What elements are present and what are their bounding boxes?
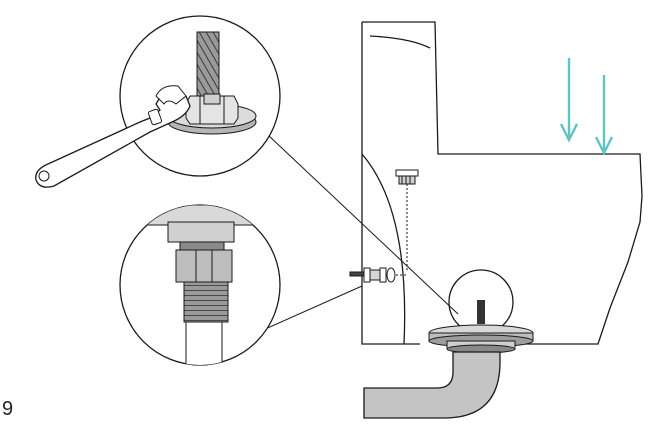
- toilet-tank-icon: [361, 21, 643, 345]
- fill-valve-icon: [395, 169, 419, 270]
- drain-flange-icon: [428, 324, 534, 354]
- detail-circle-bottom: [119, 204, 281, 366]
- compression-fitting-icon: [120, 205, 280, 365]
- detail-circle-top: [119, 15, 281, 177]
- press-down-arrow-icon: [559, 58, 614, 156]
- float-ball-icon: [448, 269, 514, 335]
- leader-lines: [253, 134, 459, 335]
- bolt-nut-washer-icon: [185, 31, 239, 125]
- wrench-icon: [35, 85, 191, 188]
- side-bolt-icon: [349, 267, 407, 283]
- figure-label: 9: [2, 398, 14, 420]
- drain-pipe-icon: [363, 351, 501, 419]
